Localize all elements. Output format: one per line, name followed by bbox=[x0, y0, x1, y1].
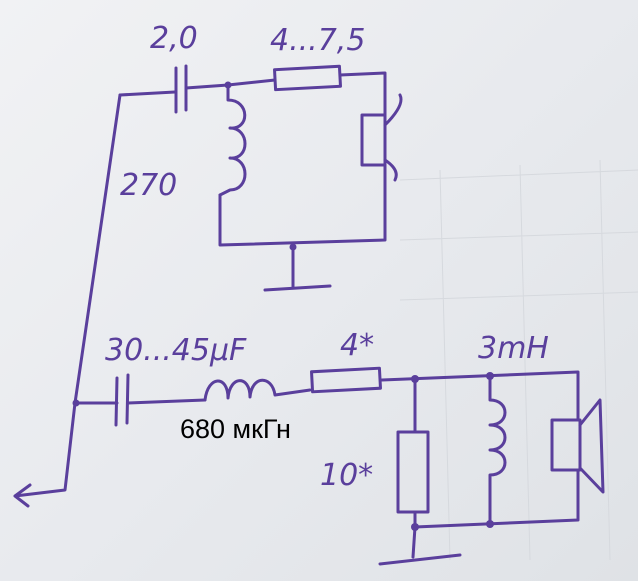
series-inductor-label: 680 мкГн bbox=[180, 414, 291, 444]
series-resistor bbox=[310, 366, 382, 394]
wire bbox=[118, 90, 177, 97]
bottom-ground bbox=[378, 525, 462, 566]
bottom-capacitor bbox=[114, 373, 130, 427]
shunt-inductor bbox=[488, 374, 507, 527]
woofer bbox=[550, 398, 605, 494]
background-table-grid bbox=[399, 159, 638, 561]
top-resistor bbox=[273, 64, 342, 92]
tweeter bbox=[360, 93, 403, 182]
top-capacitor bbox=[174, 64, 188, 114]
wire bbox=[413, 468, 580, 529]
wire bbox=[338, 71, 387, 117]
top-resistor-label: 4...7,5 bbox=[270, 23, 365, 58]
shunt-resistor bbox=[396, 430, 430, 514]
top-inductor bbox=[218, 83, 247, 197]
shunt-inductor-label: 3mH bbox=[478, 331, 549, 366]
wire bbox=[126, 398, 207, 405]
tweeter-filter bbox=[118, 64, 403, 292]
top-inductor-label: 270 bbox=[120, 168, 177, 203]
input-wire bbox=[13, 93, 122, 508]
top-ground bbox=[263, 245, 332, 292]
shunt-resistor-label: 10* bbox=[320, 458, 373, 493]
bottom-capacitor-label: 30...45μF bbox=[105, 333, 247, 368]
wire bbox=[380, 370, 580, 422]
woofer-filter bbox=[74, 366, 605, 566]
series-inductor bbox=[203, 378, 312, 402]
junction-node bbox=[486, 520, 494, 528]
top-capacitor-label: 2,0 bbox=[150, 21, 198, 56]
series-resistor-label: 4* bbox=[340, 328, 374, 363]
wire bbox=[218, 163, 387, 247]
